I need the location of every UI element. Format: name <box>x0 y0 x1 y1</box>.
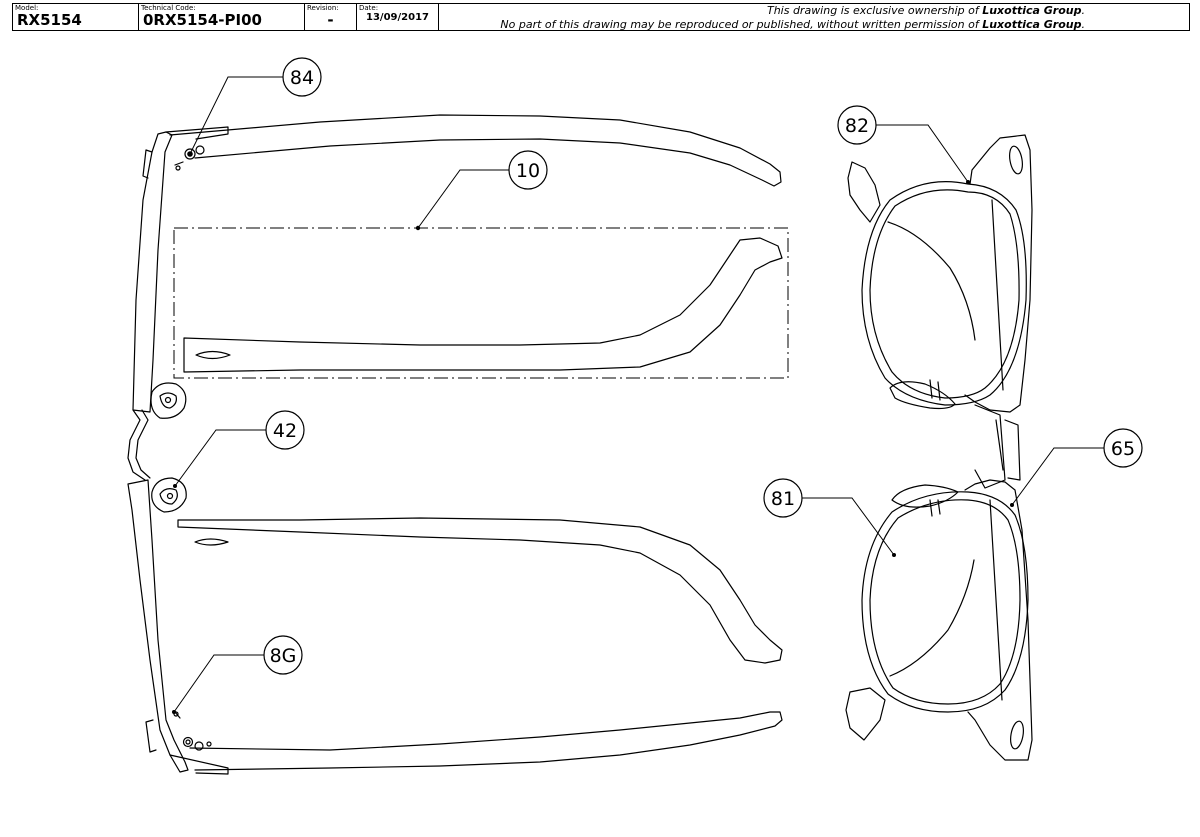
company-name: Luxottica Group <box>982 18 1082 31</box>
leader-82 <box>876 124 969 183</box>
date-label: Date: <box>359 4 379 12</box>
detail-boundary-box <box>173 227 789 379</box>
callout-10-label: 10 <box>516 160 540 182</box>
frame-front-view <box>845 134 1033 761</box>
callout-8g: 8G <box>263 635 303 675</box>
technical-code-label: Technical Code: <box>141 4 196 12</box>
leader-8g <box>173 654 264 713</box>
callout-8g-label: 8G <box>270 645 297 667</box>
date-cell: Date: 13/09/2017 <box>357 4 439 30</box>
ownership-notice-line-2: No part of this drawing may be reproduce… <box>500 18 1085 31</box>
front-rim-upper <box>132 126 229 413</box>
technical-code-value: 0RX5154-PI00 <box>143 11 262 29</box>
callout-84: 84 <box>282 57 322 97</box>
leader-10 <box>417 169 509 229</box>
nose-pad-upper <box>150 382 187 419</box>
callout-81: 81 <box>763 478 803 518</box>
model-cell: Model: RX5154 <box>13 4 139 30</box>
callout-10: 10 <box>508 150 548 190</box>
callout-82-label: 82 <box>845 115 869 137</box>
nose-pad-lower <box>151 477 187 513</box>
revision-value: - <box>327 11 334 29</box>
ownership-notice-line-1: This drawing is exclusive ownership of L… <box>766 4 1085 17</box>
model-label: Model: <box>15 4 39 12</box>
temple-lower <box>174 711 783 771</box>
callout-leaders <box>173 76 1104 713</box>
callout-82: 82 <box>837 105 877 145</box>
leader-dots <box>172 152 1014 714</box>
front-rim-lower <box>127 479 229 775</box>
callout-42-label: 42 <box>273 420 297 442</box>
leader-81 <box>802 497 895 556</box>
bridge <box>127 409 151 481</box>
callout-81-label: 81 <box>771 488 795 510</box>
ownership-notice-cell: This drawing is exclusive ownership of L… <box>439 4 1189 31</box>
temple-detail-10 <box>183 237 783 373</box>
technical-code-cell: Technical Code: 0RX5154-PI00 <box>139 4 305 30</box>
revision-cell: Revision: - <box>305 4 357 30</box>
leader-42 <box>174 429 266 487</box>
model-value: RX5154 <box>17 11 82 29</box>
company-name: Luxottica Group <box>982 4 1082 17</box>
hinge-screw-upper <box>175 145 205 171</box>
callout-65: 65 <box>1103 428 1143 468</box>
leader-84 <box>189 76 283 155</box>
hinge-screw-lower <box>173 711 212 751</box>
callout-42: 42 <box>265 410 305 450</box>
date-value: 13/09/2017 <box>366 12 429 23</box>
revision-label: Revision: <box>307 4 339 12</box>
leader-65 <box>1011 447 1104 506</box>
callout-84-label: 84 <box>290 67 314 89</box>
temple-upper <box>169 114 782 187</box>
temple-inner-view <box>177 517 783 664</box>
title-block: Model: RX5154 Technical Code: 0RX5154-PI… <box>12 3 1190 31</box>
callout-65-label: 65 <box>1111 438 1135 460</box>
